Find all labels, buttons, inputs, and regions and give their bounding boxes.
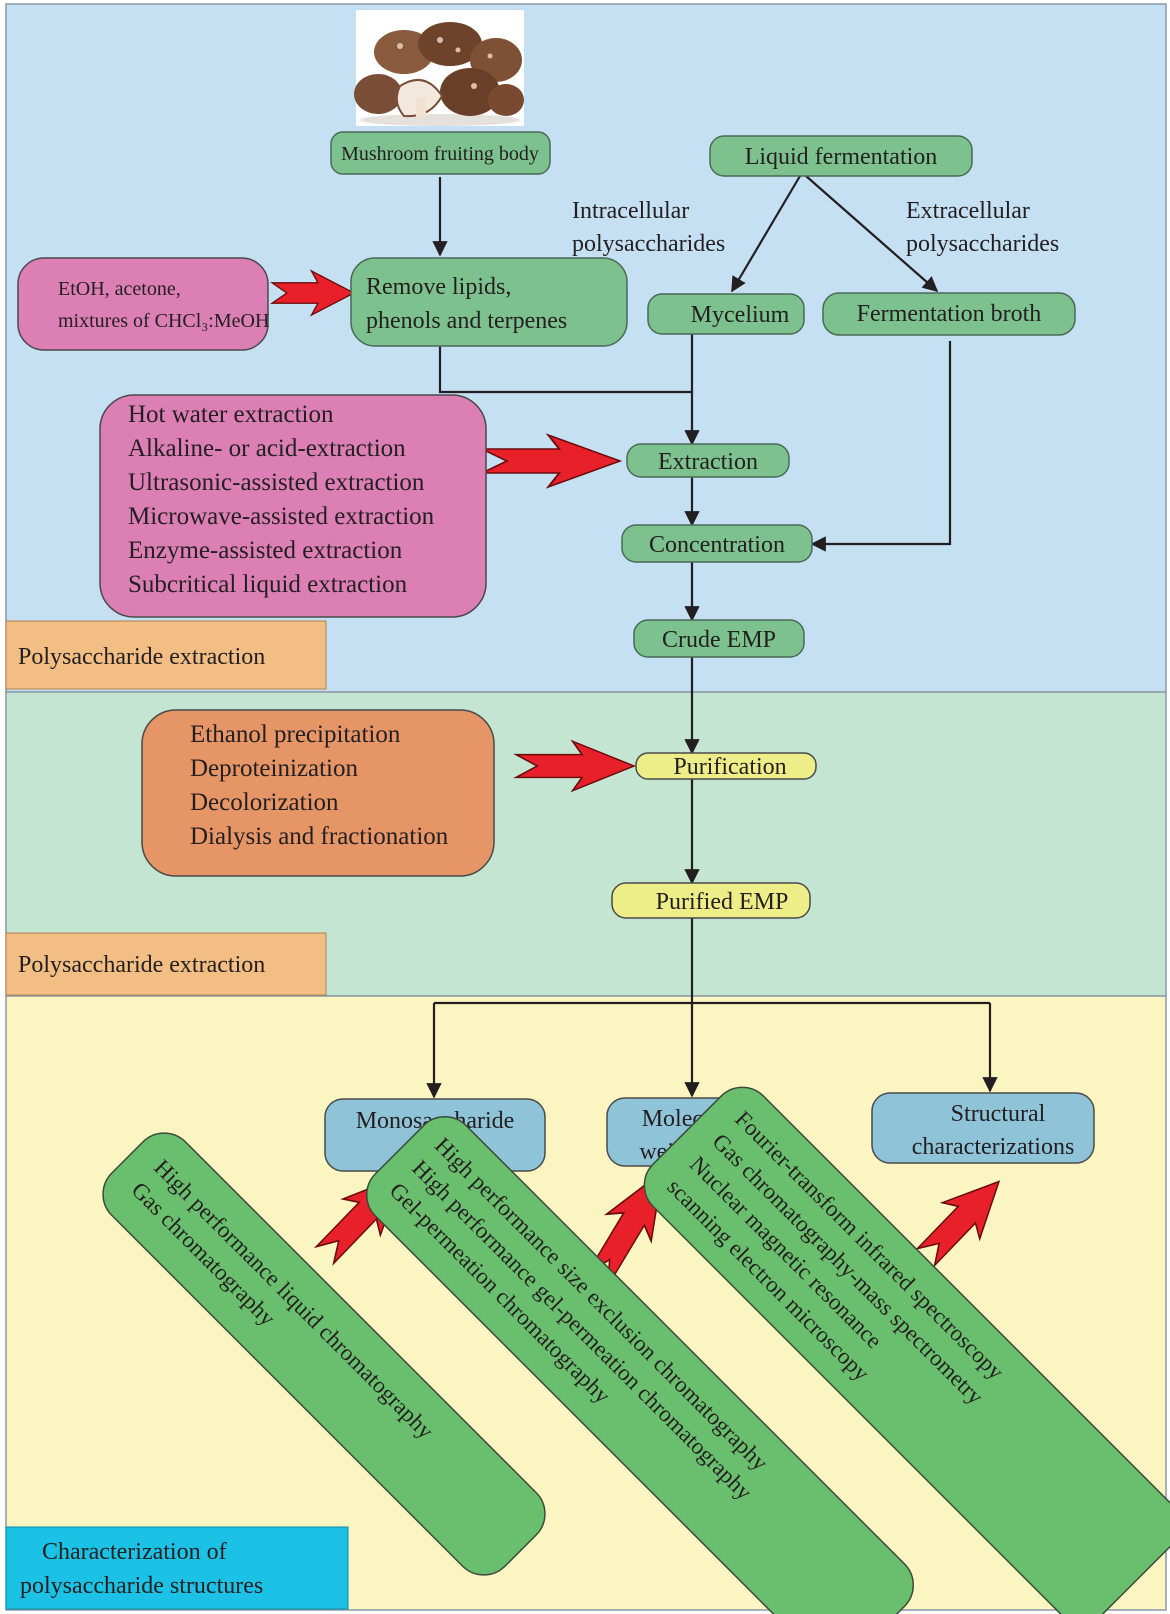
extraction-method: Ultrasonic-assisted extraction <box>128 469 425 496</box>
mycelium-label: Mycelium <box>691 302 790 328</box>
purification-method: Decolorization <box>190 789 339 816</box>
extraction-section-label: Polysaccharide extraction <box>18 644 265 670</box>
solvents-line-2: mixtures of CHCl₃:MeOH <box>58 310 269 332</box>
remove-lipids-line-2: phenols and terpenes <box>366 308 567 334</box>
extraction-section-label-box <box>5 620 327 690</box>
fruiting-body-label: Mushroom fruiting body <box>341 143 539 165</box>
liquid-fermentation-box <box>709 135 973 177</box>
remove-lipids-box <box>350 257 628 347</box>
fermentation-broth-label: Fermentation broth <box>857 301 1042 327</box>
fruiting-body-box <box>330 131 551 175</box>
purification-method: Deproteinization <box>190 755 358 782</box>
extracellular-label-line-2: polysaccharides <box>906 231 1059 257</box>
mycelium-box <box>647 293 805 335</box>
extraction-methods-box <box>99 394 487 618</box>
purified-emp-box <box>611 882 811 919</box>
purification-label: Purification <box>673 754 786 780</box>
extraction-label: Extraction <box>658 449 758 475</box>
concentration-label: Concentration <box>649 532 785 558</box>
structural-line-2: characterizations <box>912 1134 1075 1160</box>
purification-methods-list: Ethanol precipitation Deproteinization D… <box>190 721 449 850</box>
crude-emp-box <box>633 619 805 658</box>
crude-emp-label: Crude EMP <box>662 627 776 653</box>
mushroom-image <box>354 10 524 126</box>
purification-method: Ethanol precipitation <box>190 721 401 748</box>
intracellular-label-line-1: Intracellular <box>572 198 689 224</box>
connector-lines <box>426 175 998 1099</box>
purified-emp-label: Purified EMP <box>656 889 789 915</box>
characterization-section-label-box <box>5 1526 349 1610</box>
structural-characterizations-box <box>871 1092 1095 1164</box>
liquid-fermentation-label: Liquid fermentation <box>745 144 938 170</box>
remove-lipids-line-1: Remove lipids, <box>366 274 511 300</box>
extraction-method: Subcritical liquid extraction <box>128 571 408 598</box>
solvents-box <box>17 257 269 351</box>
purification-method: Dialysis and fractionation <box>190 823 449 850</box>
purification-methods-box <box>141 709 495 877</box>
structural-line-1: Structural <box>951 1101 1046 1127</box>
extraction-box <box>626 443 790 478</box>
purification-section-label-box <box>5 932 327 996</box>
extraction-method: Hot water extraction <box>128 401 334 428</box>
purification-box <box>635 752 817 780</box>
extracellular-label-line-1: Extracellular <box>906 198 1030 224</box>
intracellular-label-line-2: polysaccharides <box>572 231 725 257</box>
characterization-label-line-2: polysaccharide structures <box>20 1573 263 1599</box>
extraction-method: Alkaline- or acid-extraction <box>128 435 406 462</box>
purification-section-label: Polysaccharide extraction <box>18 952 265 978</box>
characterization-label-line-1: Characterization of <box>42 1539 227 1565</box>
extraction-methods-list: Hot water extraction Alkaline- or acid-e… <box>128 401 435 598</box>
extraction-method: Enzyme-assisted extraction <box>128 537 403 564</box>
solvents-line-1: EtOH, acetone, <box>58 278 181 300</box>
fermentation-broth-box <box>822 292 1076 336</box>
concentration-box <box>621 524 813 563</box>
extraction-method: Microwave-assisted extraction <box>128 503 435 530</box>
